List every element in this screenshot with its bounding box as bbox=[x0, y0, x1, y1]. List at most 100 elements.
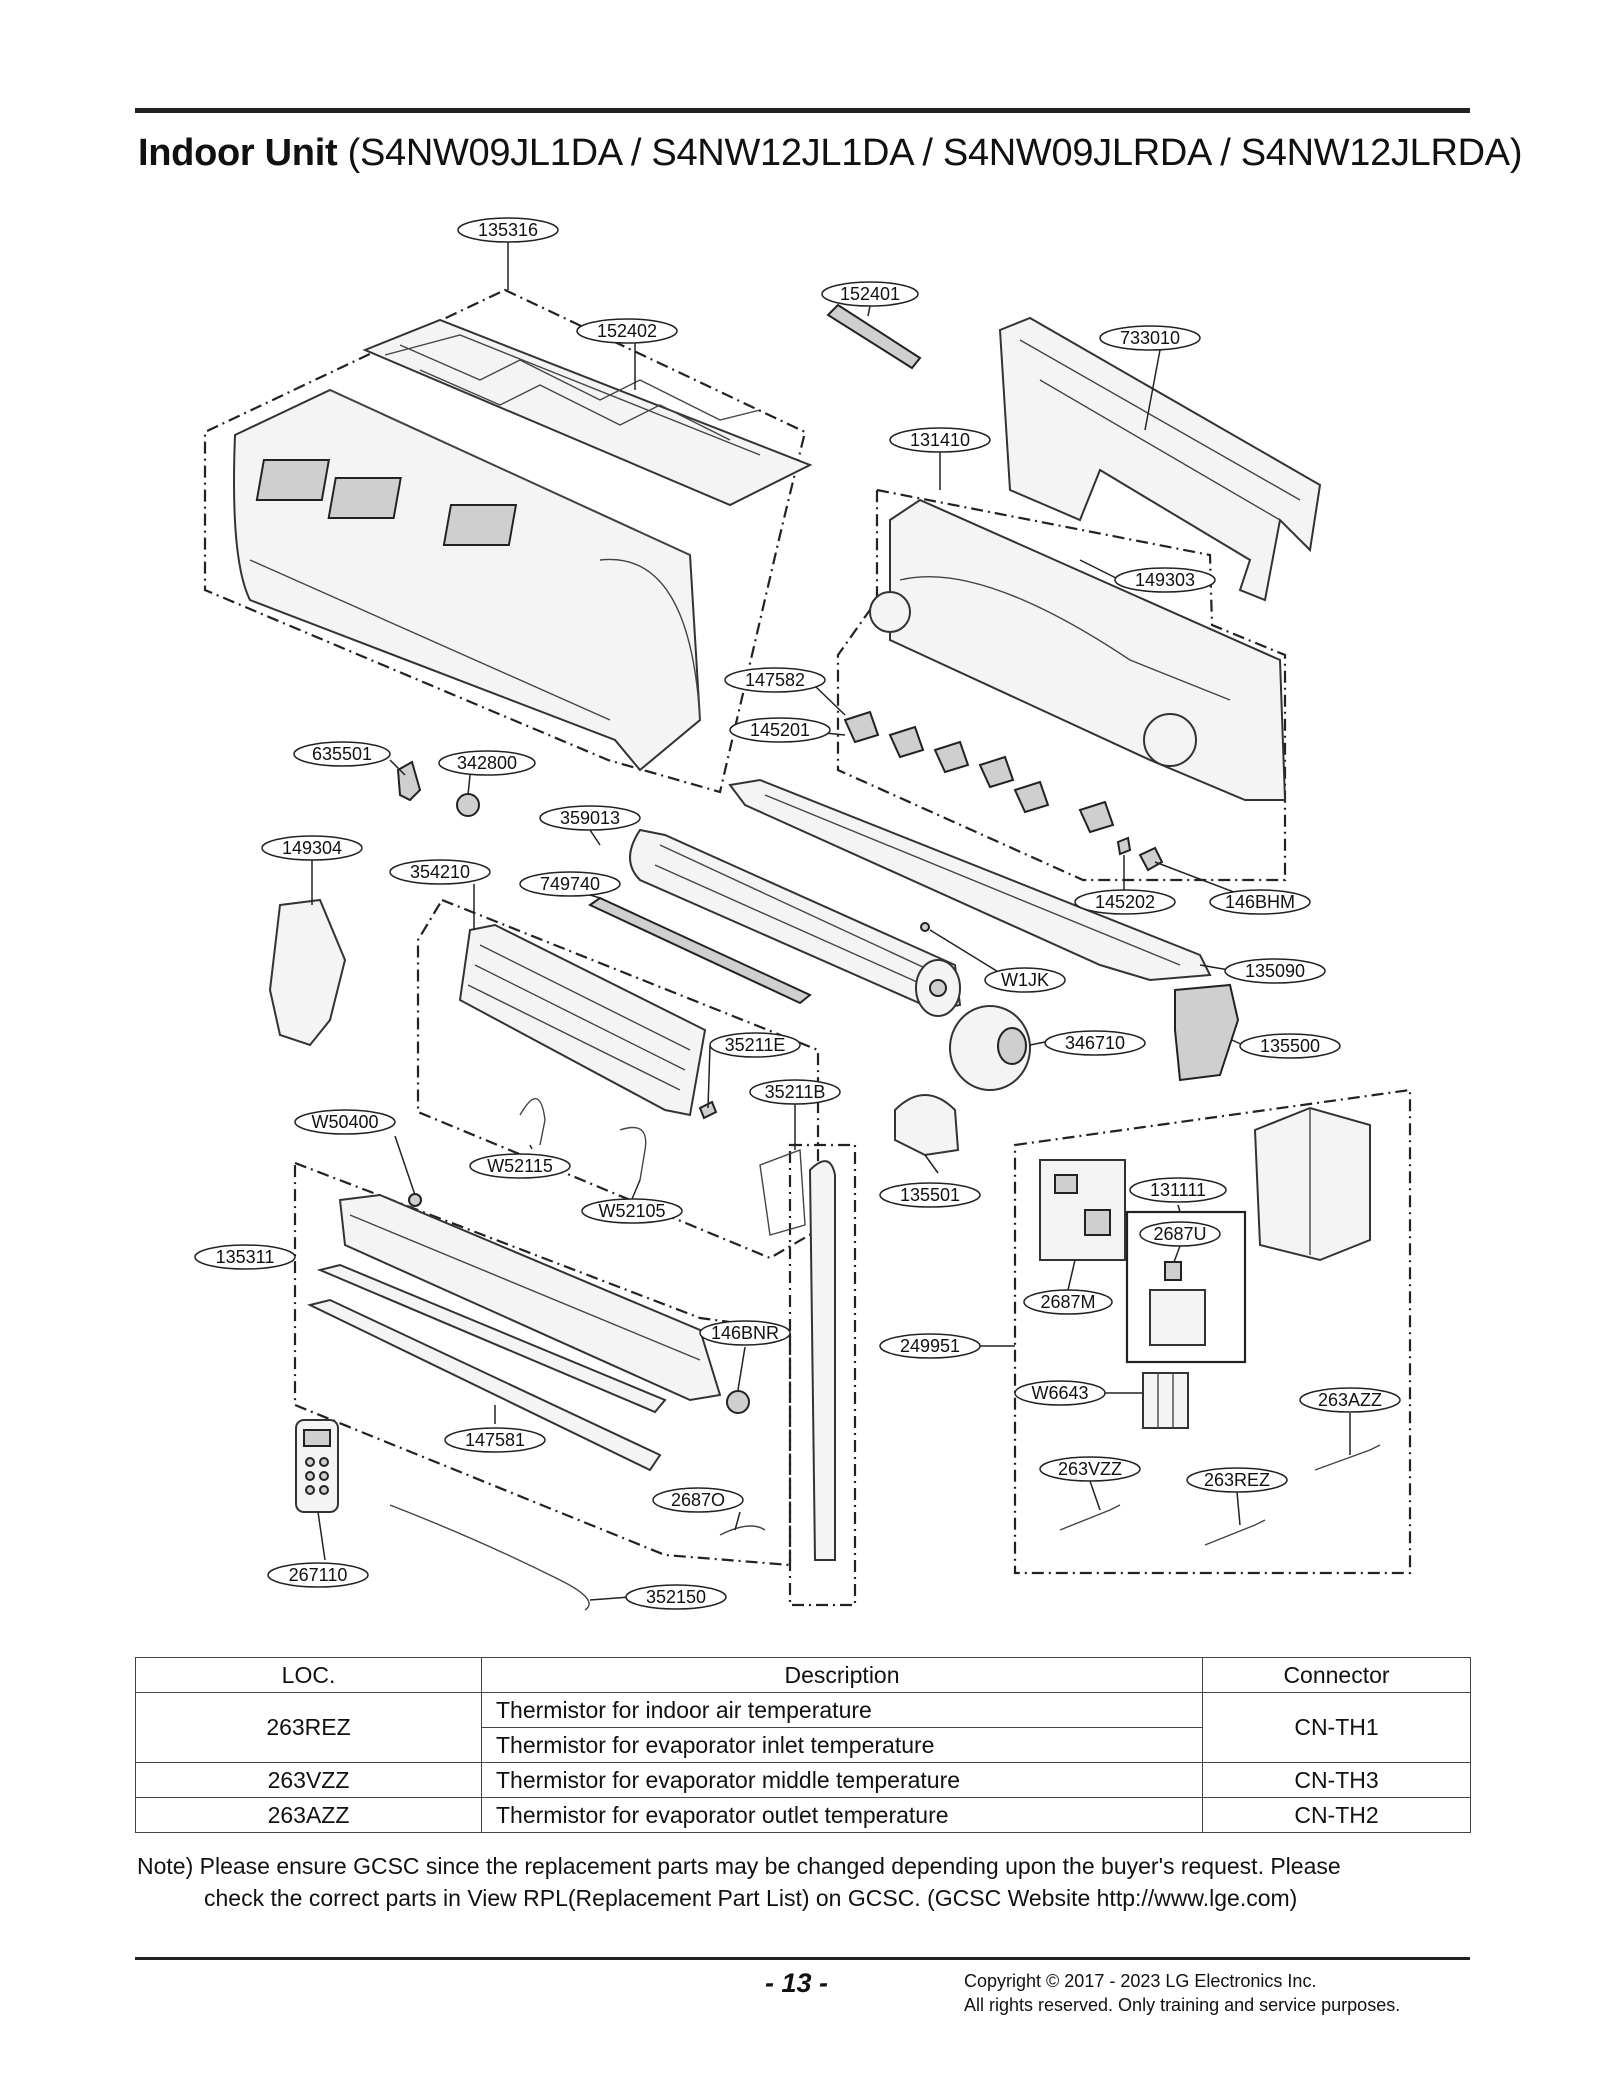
connection-pipe-part bbox=[808, 1160, 836, 1561]
callout-352150: 352150 bbox=[625, 1584, 727, 1610]
copyright-line-1: Copyright © 2017 - 2023 LG Electronics I… bbox=[964, 1971, 1317, 1991]
callout-145202: 145202 bbox=[1074, 889, 1176, 915]
callout-text-135311: 135311 bbox=[216, 1247, 275, 1267]
callout-text-354210: 354210 bbox=[410, 862, 470, 882]
callout-text-135500: 135500 bbox=[1260, 1036, 1320, 1056]
callout-346710: 346710 bbox=[1044, 1030, 1146, 1056]
callout-249951: 249951 bbox=[879, 1333, 981, 1359]
callout-146BNR: 146BNR bbox=[699, 1320, 791, 1346]
callout-text-131111: 131111 bbox=[1150, 1180, 1206, 1200]
drain-hose-part bbox=[389, 1504, 590, 1611]
callout-263REZ: 263REZ bbox=[1186, 1467, 1288, 1493]
top-rule bbox=[135, 108, 1470, 113]
motor-cover-part bbox=[1174, 983, 1240, 1082]
side-holder-part bbox=[268, 898, 347, 1047]
callout-131111: 131111 bbox=[1129, 1177, 1227, 1203]
cell-loc: 263VZZ bbox=[135, 1762, 482, 1798]
callout-text-149304: 149304 bbox=[282, 838, 342, 858]
col-header-description: Description bbox=[481, 1657, 1203, 1693]
callout-text-152402: 152402 bbox=[597, 321, 657, 341]
screw-w1jk-part bbox=[920, 922, 930, 932]
callout-135311: 135311 bbox=[194, 1244, 296, 1270]
horizontal-louver-part bbox=[307, 1263, 667, 1472]
cell-connector: CN-TH1 bbox=[1202, 1692, 1471, 1763]
callout-146BHM: 146BHM bbox=[1209, 889, 1311, 915]
callout-text-W1JK: W1JK bbox=[1001, 970, 1049, 990]
table-row: 263REZ Thermistor for indoor air tempera… bbox=[135, 1692, 1471, 1763]
main-pcb-part bbox=[1039, 1159, 1126, 1261]
callout-135316: 135316 bbox=[457, 217, 559, 243]
front-panel-part bbox=[233, 388, 702, 772]
pipe-w52105-part bbox=[619, 1126, 647, 1181]
remote-control-part bbox=[295, 1419, 339, 1513]
terminal-block-part bbox=[1142, 1372, 1189, 1429]
thermistor-263azz-part bbox=[1314, 1444, 1381, 1471]
callout-W50400: W50400 bbox=[294, 1109, 396, 1135]
page-title: Indoor Unit (S4NW09JL1DA / S4NW12JL1DA /… bbox=[138, 132, 1522, 175]
leader-lines bbox=[294, 242, 1351, 1601]
callout-text-346710: 346710 bbox=[1065, 1033, 1125, 1053]
callout-152401: 152401 bbox=[821, 281, 919, 307]
thermistor-263rez-part bbox=[1204, 1519, 1266, 1546]
callout-text-147581: 147581 bbox=[465, 1430, 525, 1450]
callout-text-2687O: 2687O bbox=[671, 1490, 725, 1510]
bearing-cap-part bbox=[456, 793, 480, 817]
callout-733010: 733010 bbox=[1099, 325, 1201, 351]
cell-description: Thermistor for indoor air temperature bbox=[481, 1692, 1203, 1728]
callout-text-263AZZ: 263AZZ bbox=[1318, 1390, 1382, 1410]
wire-2687o-part bbox=[719, 1525, 766, 1536]
display-pcb-group-outline bbox=[1125, 1210, 1247, 1364]
callout-text-35211B: 35211B bbox=[765, 1082, 826, 1102]
callout-135090: 135090 bbox=[1224, 958, 1326, 984]
callout-text-35211E: 35211E bbox=[725, 1035, 786, 1055]
callout-text-263VZZ: 263VZZ bbox=[1058, 1459, 1122, 1479]
callout-135501: 135501 bbox=[879, 1182, 981, 1208]
fan-motor-part bbox=[949, 1005, 1031, 1091]
cell-description: Thermistor for evaporator middle tempera… bbox=[481, 1762, 1203, 1798]
control-box-group-outline bbox=[1013, 1088, 1412, 1575]
motor-holder-part bbox=[894, 1094, 960, 1157]
vane-link-145202-part bbox=[1116, 836, 1132, 856]
screw-w50400-part bbox=[408, 1193, 422, 1207]
thermistor-263vzz-part bbox=[1059, 1504, 1121, 1531]
display-pcb-part bbox=[1149, 1261, 1206, 1346]
note: Note) Please ensure GCSC since the repla… bbox=[137, 1850, 1477, 1914]
vane-assembly-part bbox=[338, 1193, 722, 1402]
callout-263VZZ: 263VZZ bbox=[1039, 1456, 1141, 1482]
cell-description: Thermistor for evaporator outlet tempera… bbox=[481, 1797, 1203, 1833]
discharge-frame-part bbox=[728, 778, 1212, 982]
callout-354210: 354210 bbox=[389, 859, 491, 885]
callout-text-2687M: 2687M bbox=[1040, 1292, 1095, 1312]
callout-text-146BHM: 146BHM bbox=[1225, 892, 1295, 912]
callout-149304: 149304 bbox=[261, 835, 363, 861]
callout-text-152401: 152401 bbox=[840, 284, 900, 304]
callout-147581: 147581 bbox=[444, 1427, 546, 1453]
callout-149303: 149303 bbox=[1114, 567, 1216, 593]
copyright-line-2: All rights reserved. Only training and s… bbox=[964, 1995, 1401, 2015]
cell-connector: CN-TH3 bbox=[1202, 1762, 1471, 1798]
callout-text-2687U: 2687U bbox=[1153, 1224, 1206, 1244]
callout-342800: 342800 bbox=[438, 750, 536, 776]
evaporator-part bbox=[458, 923, 707, 1117]
stepping-motor-part bbox=[726, 1390, 750, 1414]
cross-flow-fan-part bbox=[629, 828, 962, 1017]
callout-text-749740: 749740 bbox=[540, 874, 600, 894]
deodorizing-filter-part bbox=[826, 303, 922, 370]
exploded-parts-diagram: 135316 152401 152402 733010 131410 14930… bbox=[194, 217, 1412, 1611]
cell-loc: 263AZZ bbox=[135, 1797, 482, 1833]
callout-263AZZ: 263AZZ bbox=[1299, 1387, 1401, 1413]
callout-635501: 635501 bbox=[293, 741, 391, 767]
bracket-part bbox=[396, 760, 422, 802]
callout-text-135090: 135090 bbox=[1245, 961, 1305, 981]
callout-text-149303: 149303 bbox=[1135, 570, 1195, 590]
seal-strip-part bbox=[588, 896, 812, 1005]
cell-connector: CN-TH2 bbox=[1202, 1797, 1471, 1833]
callout-text-W50400: W50400 bbox=[311, 1112, 378, 1132]
callout-text-249951: 249951 bbox=[900, 1336, 960, 1356]
callout-35211E: 35211E bbox=[709, 1032, 801, 1058]
callout-text-W52105: W52105 bbox=[598, 1201, 665, 1221]
callout-text-W6643: W6643 bbox=[1031, 1383, 1088, 1403]
callout-131410: 131410 bbox=[889, 427, 991, 453]
callout-152402: 152402 bbox=[576, 318, 678, 344]
copyright: Copyright © 2017 - 2023 LG Electronics I… bbox=[964, 1969, 1400, 2017]
